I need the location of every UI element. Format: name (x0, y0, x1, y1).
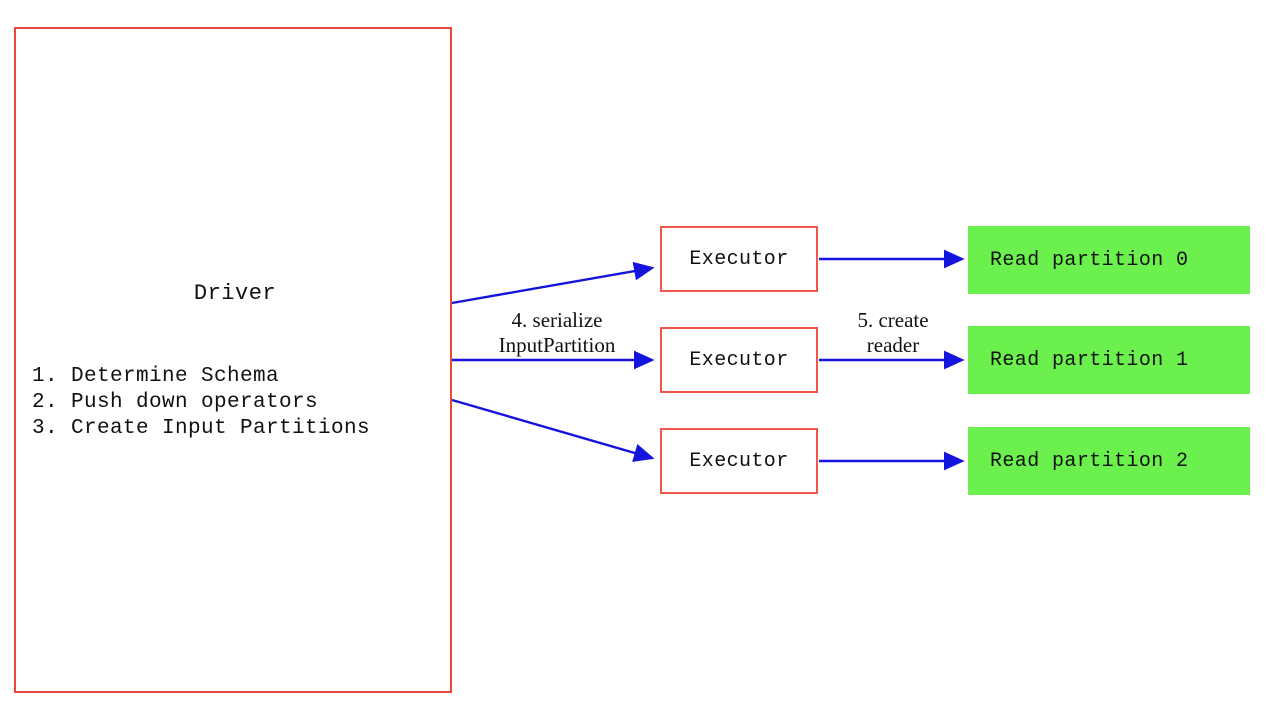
arrow-label-create-reader: 5. create reader (857, 308, 929, 357)
partition-label-2: Read partition 2 (990, 449, 1189, 473)
arrow-driver-to-executor-2 (451, 398, 655, 462)
partition-label-1: Read partition 1 (990, 348, 1189, 372)
driver-step-1: 1. Determine Schema (32, 365, 280, 388)
executor-box-1: Executor (660, 327, 818, 393)
arrow-label-serialize: 4. serialize InputPartition (498, 308, 616, 357)
driver-box: Driver 1. Determine Schema 2. Push down … (14, 27, 452, 693)
partition-box-1: Read partition 1 (968, 326, 1250, 394)
arrow-driver-to-executor-0 (451, 261, 655, 305)
partition-label-0: Read partition 0 (990, 248, 1189, 272)
driver-steps-list: 1. Determine Schema 2. Push down operato… (32, 364, 452, 442)
driver-step-2: 2. Push down operators (32, 391, 319, 414)
executor-label-0: Executor (689, 247, 789, 271)
executor-label-1: Executor (689, 348, 789, 372)
executor-box-0: Executor (660, 226, 818, 292)
executor-label-2: Executor (689, 449, 789, 473)
executor-box-2: Executor (660, 428, 818, 494)
partition-box-2: Read partition 2 (968, 427, 1250, 495)
driver-step-3: 3. Create Input Partitions (32, 417, 371, 440)
driver-title: Driver (193, 281, 277, 306)
partition-box-0: Read partition 0 (968, 226, 1250, 294)
